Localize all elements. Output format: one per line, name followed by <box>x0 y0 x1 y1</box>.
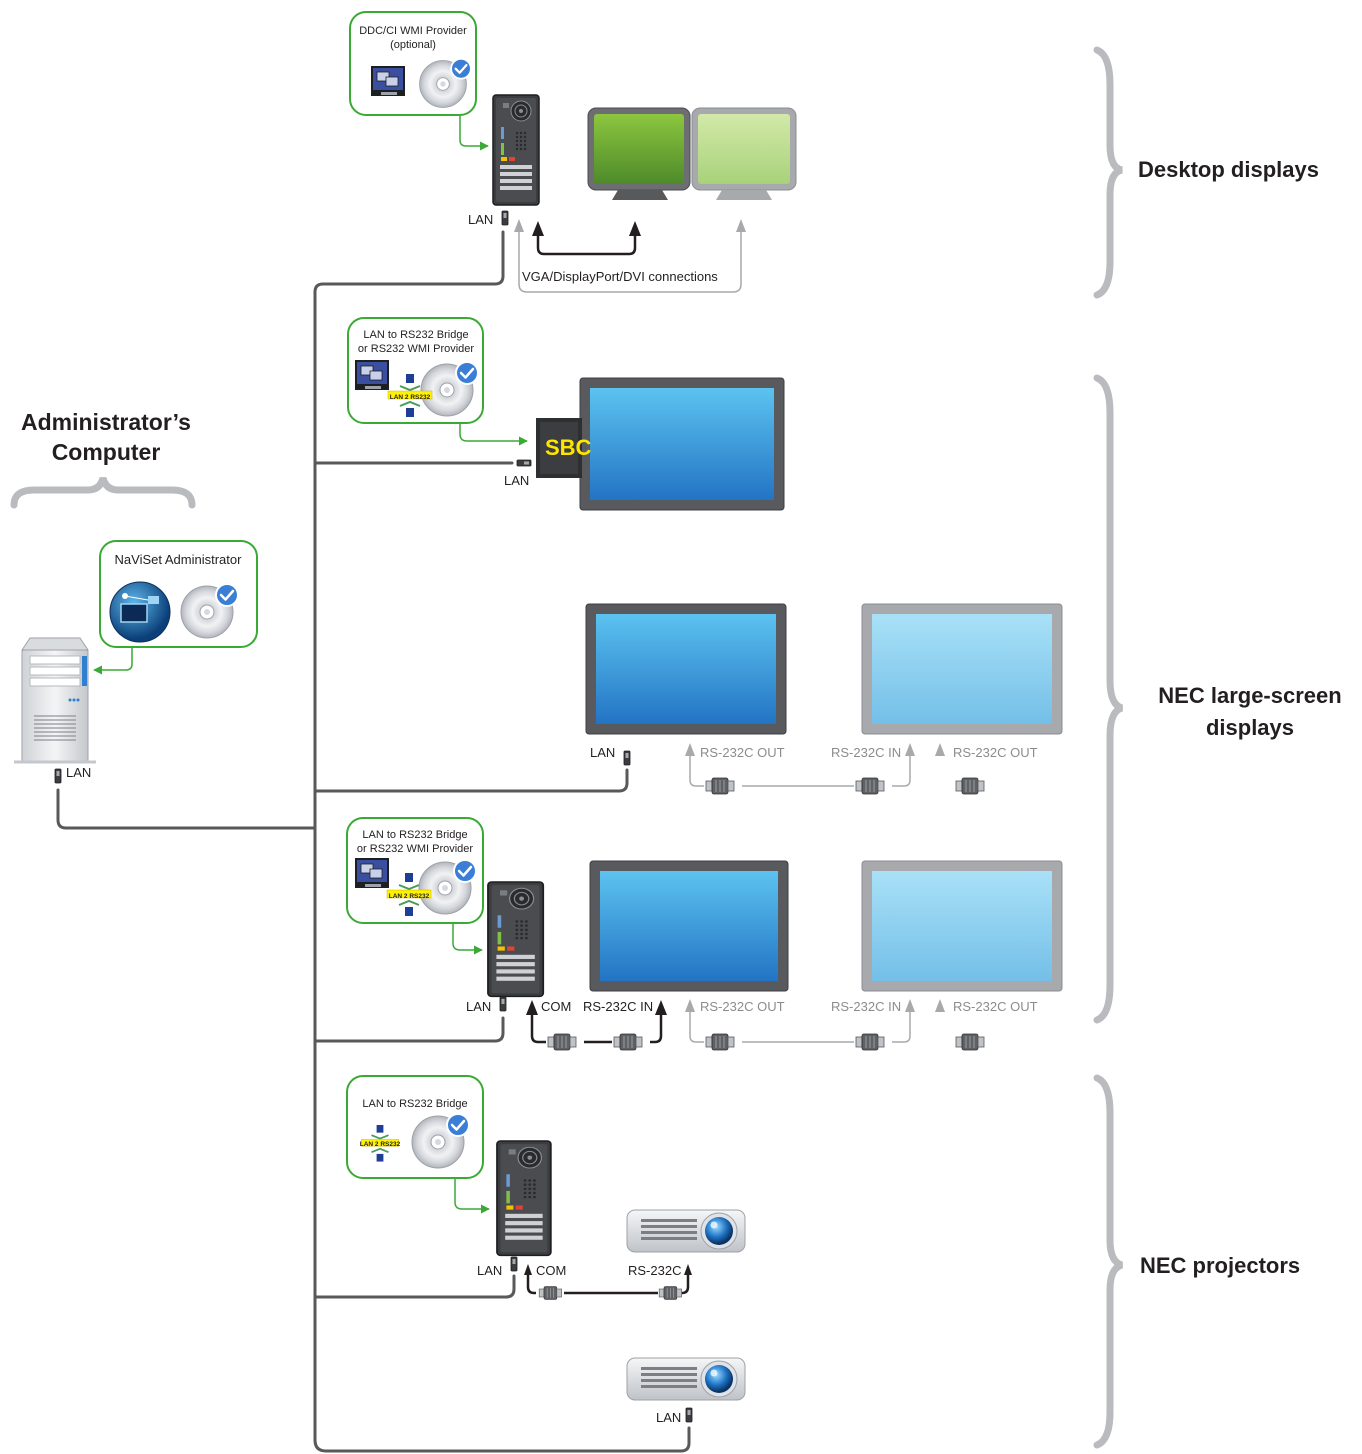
projector-pc-com-label: COM <box>536 1263 566 1278</box>
sbc-bridge-label-line1: LAN to RS232 Bridge <box>363 329 468 341</box>
sbc-module-label: SBC <box>545 435 592 460</box>
projector-2 <box>626 1357 746 1401</box>
projector-bridge-label: LAN to RS232 Bridge <box>362 1098 467 1110</box>
com-pc-lan-label: LAN <box>466 999 491 1014</box>
com-display-rs232-out-1-label: RS-232C OUT <box>700 999 785 1014</box>
lan-display-rs232-out-1-label: RS-232C OUT <box>700 745 785 760</box>
naviset-globe-icon <box>109 581 171 643</box>
admin-software-callout: NaViSet Administrator <box>93 540 258 675</box>
projector-bridge-badge: LAN 2 RS232 <box>360 1141 401 1148</box>
desktop-pc-tower <box>492 94 540 206</box>
com-display-rs232-in-2-label: RS-232C IN <box>831 999 901 1014</box>
com-serial-connection <box>526 1000 667 1051</box>
video-connections-label: VGA/DisplayPort/DVI connections <box>522 269 718 284</box>
projector-pc-tower <box>496 1140 552 1257</box>
wmi-provider-pc-icon <box>354 359 390 391</box>
projector-rs232-label: RS-232C <box>628 1263 681 1278</box>
ddc-ci-provider-label-line2: (optional) <box>390 39 436 51</box>
com-pc-lan-port-icon <box>499 996 507 1012</box>
large-screen-displays-label-line2: displays <box>1206 715 1294 740</box>
lan-bus <box>56 230 691 1453</box>
admin-title-line1: Administrator’s <box>21 409 191 435</box>
sbc-bridge-label-line2: or RS232 WMI Provider <box>358 343 474 355</box>
com-display-rs232-in-1-label: RS-232C IN <box>583 999 653 1014</box>
admin-server <box>14 637 96 764</box>
projector-pc-lan-port-icon <box>510 1256 518 1272</box>
desktop-monitor-2 <box>691 107 797 200</box>
sbc-bridge-badge: LAN 2 RS232 <box>390 394 431 401</box>
lan-display-lan-port-icon <box>623 750 631 766</box>
desktop-displays-brace <box>1093 46 1123 299</box>
admin-lan-label: LAN <box>66 765 91 780</box>
com-bridge-label-line1: LAN to RS232 Bridge <box>362 829 467 841</box>
com-display-rs232-out-2-label: RS-232C OUT <box>953 999 1038 1014</box>
naviset-administrator-label: NaViSet Administrator <box>115 552 243 567</box>
wmi-provider-pc-icon <box>370 65 406 97</box>
sbc-large-display <box>536 377 785 511</box>
lan-display-lan-label: LAN <box>590 745 615 760</box>
large-screen-displays-brace <box>1093 374 1124 1024</box>
desktop-lan-label: LAN <box>468 212 493 227</box>
com-large-display-2 <box>861 860 1063 992</box>
projectors-brace <box>1093 1074 1124 1449</box>
desktop-monitor-1 <box>587 107 691 200</box>
sbc-software-callout: LAN to RS232 Bridge or RS232 WMI Provide… <box>347 317 528 446</box>
com-bridge-label-line2: or RS232 WMI Provider <box>357 843 473 855</box>
lan-display-rs232-in-2-label: RS-232C IN <box>831 745 901 760</box>
desktop-video-connections <box>514 219 746 293</box>
projector-1 <box>626 1209 746 1253</box>
com-display-serial-daisy-chain <box>685 999 985 1051</box>
admin-title-line2: Computer <box>52 439 161 465</box>
com-large-display-1 <box>589 860 789 992</box>
desktop-lan-port-icon <box>501 210 509 226</box>
sbc-lan-label: LAN <box>504 473 529 488</box>
com-pc-tower <box>487 881 545 998</box>
desktop-displays-label: Desktop displays <box>1138 157 1319 182</box>
com-pc-com-label: COM <box>541 999 571 1014</box>
lan-display-serial-daisy-chain <box>685 743 985 795</box>
projectors-label: NEC projectors <box>1140 1253 1300 1278</box>
lan-display-rs232-out-2-label: RS-232C OUT <box>953 745 1038 760</box>
projector-software-callout: LAN to RS232 Bridge LAN 2 RS232 <box>346 1075 490 1214</box>
large-screen-displays-label-line1: NEC large-screen <box>1158 683 1341 708</box>
admin-lan-port-icon <box>54 768 62 784</box>
sbc-lan-port-icon <box>516 459 532 467</box>
admin-brace <box>10 476 196 509</box>
projector-pc-lan-label: LAN <box>477 1263 502 1278</box>
projector-lan-port-icon <box>685 1407 693 1423</box>
com-bridge-badge: LAN 2 RS232 <box>389 893 430 900</box>
desktop-software-callout: DDC/CI WMI Provider (optional) <box>349 11 489 151</box>
projector-serial-connection <box>524 1264 692 1300</box>
projector-lan-label: LAN <box>656 1410 681 1425</box>
ddc-ci-provider-label-line1: DDC/CI WMI Provider <box>359 25 467 37</box>
wmi-provider-pc-icon <box>354 857 390 889</box>
lan-large-display-1 <box>585 603 787 735</box>
lan-large-display-2 <box>861 603 1063 735</box>
com-software-callout: LAN to RS232 Bridge or RS232 WMI Provide… <box>346 817 484 955</box>
